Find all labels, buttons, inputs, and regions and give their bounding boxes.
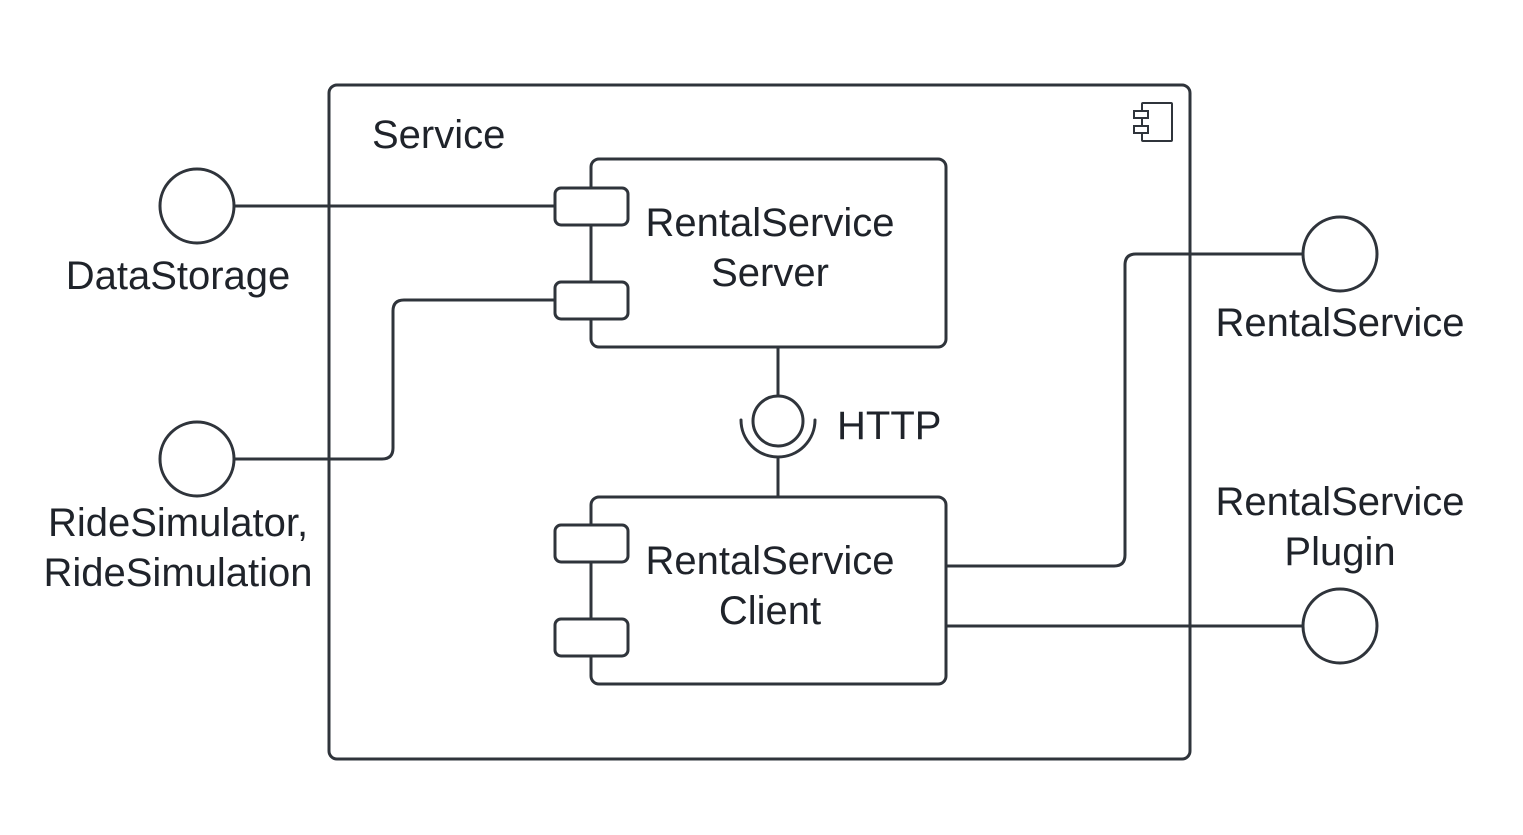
rentalservice-client-component: RentalService Client [553, 495, 948, 686]
datastorage-interface-circle [158, 167, 236, 245]
ridesimulation-label-line2: RideSimulation [43, 551, 312, 595]
plugin-label-line2: Plugin [1284, 530, 1395, 574]
service-component-frame [327, 83, 1192, 761]
client-label-line2: Client [719, 589, 821, 633]
component-icon [1133, 102, 1173, 142]
connector-ridesimulation [232, 298, 557, 461]
connector-rentalservice [944, 252, 1306, 568]
datastorage-interface: DataStorage [66, 167, 291, 298]
http-required-socket [739, 418, 817, 459]
server-port-bottom [553, 280, 630, 321]
client-port-bottom [553, 617, 630, 658]
server-port-top [553, 186, 630, 227]
plugin-label-line1: RentalService [1215, 480, 1464, 524]
ridesimulation-label-line1: RideSimulator, [48, 501, 308, 545]
client-label-line1: RentalService [645, 539, 894, 583]
connectors [232, 204, 1306, 628]
ridesimulation-interface: RideSimulator, RideSimulation [43, 420, 313, 595]
server-frame [589, 157, 948, 349]
rentalservice-interface: RentalService [1215, 215, 1465, 345]
server-label-line1: RentalService [645, 201, 894, 245]
rentalservice-interface-circle [1301, 215, 1379, 293]
ridesimulation-interface-circle [158, 420, 236, 498]
rentalservice-server-component: RentalService Server [553, 157, 948, 349]
rentalservice-label: RentalService [1215, 301, 1464, 345]
client-port-top [553, 523, 630, 564]
server-label-line2: Server [711, 251, 829, 295]
rentalservice-plugin-interface-circle [1301, 587, 1379, 665]
http-interface: HTTP [739, 394, 941, 459]
client-frame [589, 495, 948, 686]
http-label: HTTP [837, 404, 941, 448]
service-component-title: Service [372, 113, 505, 157]
datastorage-label: DataStorage [66, 254, 291, 298]
rentalservice-plugin-interface: RentalService Plugin [1215, 480, 1465, 665]
service-component: Service [327, 83, 1192, 761]
http-provided-ball [751, 394, 805, 448]
